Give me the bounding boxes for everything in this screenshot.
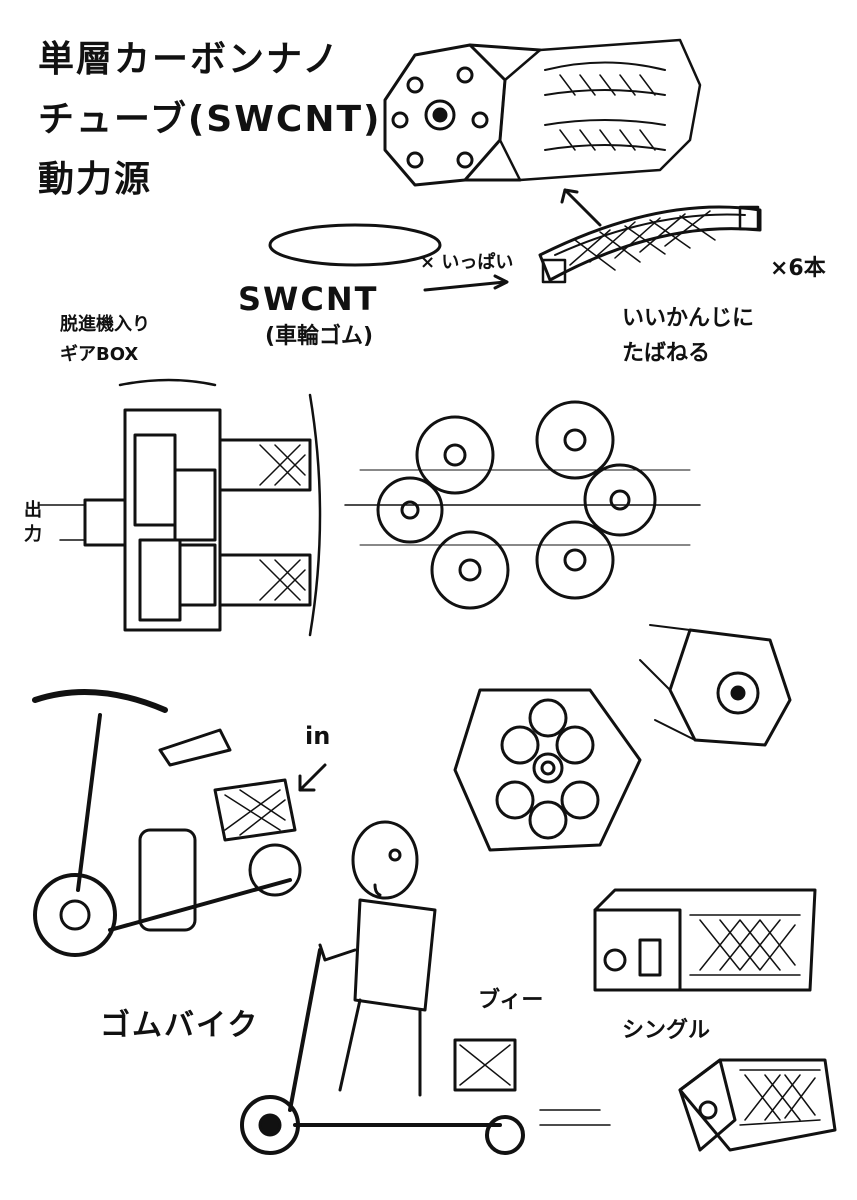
- times-six-label: ×6本: [770, 256, 826, 281]
- title-line-3: 動力源: [38, 159, 153, 200]
- single-label: シングル: [622, 1018, 711, 1043]
- bundle-label-1: いいかんじに: [622, 306, 755, 331]
- hex-side-drawing: [640, 625, 790, 745]
- rubber-band-drawing: [270, 225, 440, 265]
- small-cylinder-drawing: [680, 1060, 835, 1150]
- title-line-1: 単層カーボンナノ: [38, 39, 341, 80]
- rubber-band-label: (車輪ゴム): [265, 324, 374, 349]
- rubber-bundle-drawing: [540, 207, 760, 282]
- in-label: in: [305, 722, 331, 750]
- gearbox-label-2: ギアBOX: [60, 344, 139, 365]
- gearbox-label-1: 脱進機入り: [60, 314, 150, 335]
- arrow-to-bundle: [425, 282, 505, 290]
- gear-cluster-drawing: [345, 402, 700, 608]
- swcnt-label: SWCNT: [238, 280, 379, 318]
- output-label: 出力: [21, 500, 42, 548]
- rider-drawing: [242, 822, 610, 1153]
- vroom-label: ブィー: [478, 988, 544, 1013]
- bundle-label-2: たばねる: [622, 341, 711, 366]
- fill-label: × いっぱい: [420, 252, 514, 273]
- title-line-2: チューブ(SWCNT): [38, 99, 382, 140]
- hex-engine-drawing: [385, 40, 700, 225]
- single-engine-drawing: [595, 890, 815, 990]
- rubber-bike-label: ゴムバイク: [100, 1008, 260, 1043]
- rubber-bike-drawing: [35, 692, 325, 955]
- gearbox-drawing: [40, 380, 320, 635]
- hex-front-drawing: [455, 690, 640, 850]
